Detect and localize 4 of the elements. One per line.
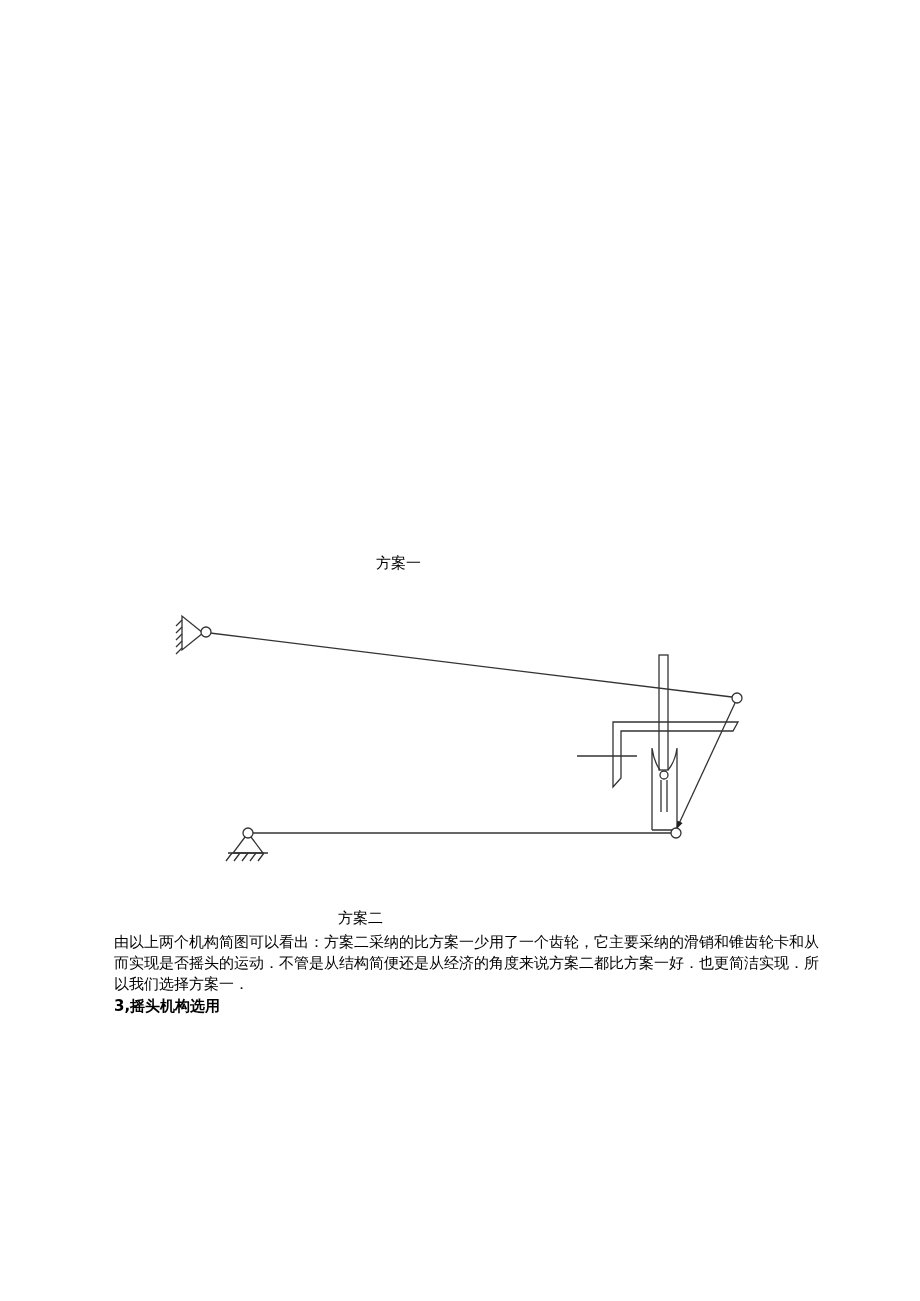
paragraph-text: 由以上两个机构简图可以看出：方案二采纳的比方案一少用了一个齿轮，它主要采纳的滑销和锥齿轮卡和从而实现是否摇头的运动．不管是从结构简便还是从经济的角度来说方案二都比方案一好．也更简洁实现．所以我们选择方案一．	[114, 932, 820, 995]
figure-caption: 方案二	[338, 908, 383, 928]
section-heading: 3,摇头机构选用	[114, 996, 221, 1016]
figure-caption: 方案一	[376, 553, 421, 573]
